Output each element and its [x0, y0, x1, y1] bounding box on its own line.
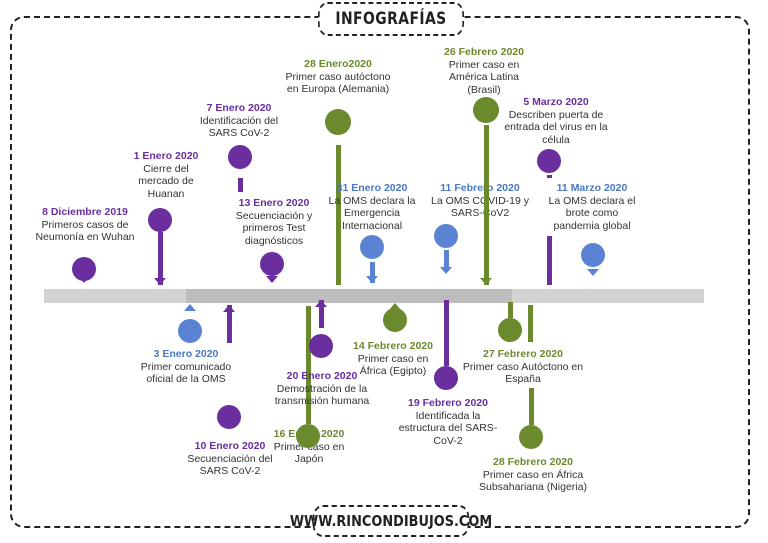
event-connector-line [369, 262, 375, 283]
event-date: 7 Enero 2020 [206, 102, 272, 114]
event-arrow-icon [480, 278, 492, 285]
event-arrow-icon [184, 304, 196, 311]
event-connector-line [443, 250, 449, 270]
event-marker-dot [178, 319, 202, 343]
event-date: 3 Enero 2020 [153, 348, 219, 360]
event-arrow-icon [440, 267, 452, 274]
event-arrow-icon [154, 278, 166, 285]
event-date: 27 Febrero 2020 [483, 348, 563, 360]
event-connector-line [527, 305, 533, 342]
event-marker-dot [309, 334, 333, 358]
event-connector-line [443, 300, 449, 366]
event-connector-line [318, 300, 324, 328]
event-marker-dot [360, 235, 384, 259]
event-description: Demostración de la transmisión humana [274, 382, 370, 408]
event-description: Primeros casos de Neumonía en Wuhan [35, 218, 135, 244]
infographic-title: INFOGRAFÍAS [318, 2, 464, 36]
event-marker-dot [473, 97, 499, 123]
event-marker-dot [296, 424, 320, 448]
event-connector-line [157, 232, 163, 285]
event-marker-dot [434, 224, 458, 248]
event-description: Cierre del mercado de Huanan [138, 162, 194, 200]
event-date: 11 Marzo 2020 [556, 182, 628, 194]
event-marker-dot [434, 366, 458, 390]
event-arrow-icon [78, 276, 90, 283]
event-date: 13 Enero 2020 [238, 197, 310, 209]
event-description: Secuenciación y primeros Test diagnóstic… [235, 209, 313, 247]
event-marker-dot [325, 109, 351, 135]
event-description: Primer comunicado oficial de la OMS [140, 360, 232, 386]
event-connector-line [546, 175, 552, 178]
event-marker-dot [228, 145, 252, 169]
event-marker-dot [260, 252, 284, 276]
event-marker-dot [581, 243, 605, 267]
event-connector-line [305, 306, 311, 424]
event-description: Secuenciación del SARS CoV-2 [187, 452, 273, 478]
event-arrow-icon [587, 269, 599, 276]
event-description: Primer caso autóctono en Europa (Alemani… [285, 70, 391, 96]
event-date: 5 Marzo 2020 [523, 96, 589, 108]
event-marker-dot [519, 425, 543, 449]
event-connector-line [237, 178, 243, 192]
event-description: La OMS declara la Emergencia Internacion… [328, 194, 416, 232]
event-description: Primer caso en África (Egipto) [357, 352, 429, 378]
event-description: Identificada la estructura del SARS-CoV-… [398, 409, 498, 447]
event-connector-line [483, 125, 489, 285]
event-marker-dot [148, 208, 172, 232]
event-marker-dot [383, 308, 407, 332]
event-date: 28 Enero2020 [304, 58, 372, 70]
event-date: 31 Enero 2020 [336, 182, 408, 194]
event-connector-line [546, 236, 552, 285]
event-description: Describen puerta de entrada del virus en… [504, 108, 608, 146]
event-date: 26 Febrero 2020 [444, 46, 524, 58]
event-arrow-icon [389, 303, 401, 310]
event-description: La OMS declara el brote como pandemia gl… [548, 194, 636, 232]
event-arrow-icon [223, 305, 235, 312]
event-date: 14 Febrero 2020 [353, 340, 433, 352]
event-description: Primer caso en África Subsahariana (Nige… [479, 468, 587, 494]
website-footer: WWW.RINCONDIBUJOS.COM [290, 505, 492, 537]
event-connector-line [528, 388, 534, 425]
event-arrow-icon [366, 276, 378, 283]
event-date: 1 Enero 2020 [133, 150, 199, 162]
event-date: 8 Diciembre 2019 [42, 206, 128, 218]
event-connector-line [335, 145, 341, 285]
event-connector-line [507, 302, 513, 318]
event-description: Primer caso en América Latina (Brasil) [448, 58, 520, 96]
event-connector-line [226, 305, 232, 343]
event-date: 11 Febrero 2020 [440, 182, 520, 194]
event-date: 28 Febrero 2020 [493, 456, 573, 468]
event-arrow-icon [315, 300, 327, 307]
event-marker-dot [537, 149, 561, 173]
event-description: Identificación del SARS CoV-2 [199, 114, 279, 140]
event-arrow-icon [266, 276, 278, 283]
timeline-bar-highlight [186, 289, 512, 303]
event-date: 10 Enero 2020 [194, 440, 266, 452]
event-date: 20 Enero 2020 [286, 370, 358, 382]
event-marker-dot [217, 405, 241, 429]
event-description: La OMS COVID-19 y SARS-CoV2 [430, 194, 530, 220]
event-description: Primer caso Autóctono en España [462, 360, 584, 386]
event-date: 19 Febrero 2020 [408, 397, 488, 409]
event-marker-dot [498, 318, 522, 342]
